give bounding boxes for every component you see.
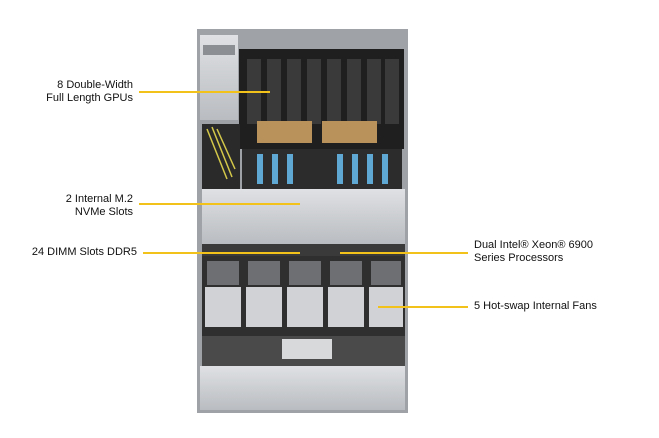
leader-dimm <box>143 252 300 254</box>
leader-fans <box>378 306 468 308</box>
m2-cover <box>202 189 405 244</box>
label-dimm: 24 DIMM Slots DDR5 <box>31 246 137 258</box>
label-cpu: Dual Intel® Xeon® 6900 Series Processors <box>474 239 593 264</box>
front-panel <box>200 366 405 410</box>
label-m2: 2 Internal M.2 NVMe Slots <box>65 193 133 218</box>
leader-cpu <box>340 252 468 254</box>
server-chassis-illustration <box>197 29 408 413</box>
leader-m2 <box>139 203 300 205</box>
dimm-strip <box>202 244 405 256</box>
label-gpus: 8 Double-Width Full Length GPUs <box>46 79 133 104</box>
label-fans: 5 Hot-swap Internal Fans <box>474 300 597 312</box>
leader-gpus <box>139 91 270 93</box>
